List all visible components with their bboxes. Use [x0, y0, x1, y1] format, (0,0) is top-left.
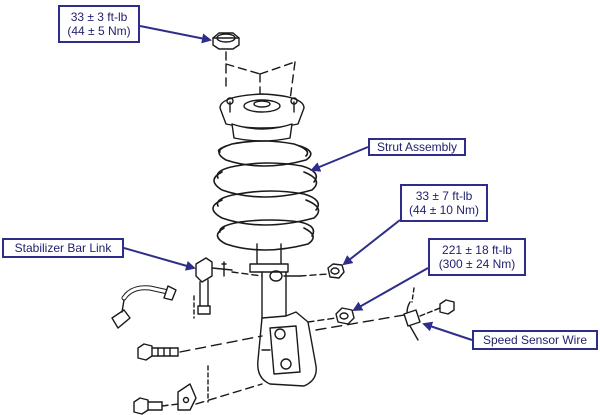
callout-leaders: [123, 25, 473, 341]
speed-sensor-clip: [403, 287, 455, 341]
strut-assembly-callout: Strut Assembly: [368, 138, 466, 156]
strut-assembly-label: Strut Assembly: [376, 140, 458, 154]
upper-bolt-torque-ftlb: 33 ± 7 ft-lb: [415, 189, 473, 203]
upper-knuckle-bolt: [137, 343, 179, 361]
top-nut-torque-nm: (44 ± 5 Nm): [67, 24, 131, 38]
top-nut: [212, 32, 240, 50]
knuckle-bolt-torque-callout: 221 ± 18 ft-lb (300 ± 24 Nm): [428, 238, 526, 276]
top-nut-torque-callout: 33 ± 3 ft-lb (44 ± 5 Nm): [58, 5, 140, 43]
sensor-wire-bracket: [177, 365, 263, 411]
speed-sensor-wire-callout: Speed Sensor Wire: [472, 330, 598, 350]
knuckle-bolt-torque-nm: (300 ± 24 Nm): [438, 257, 516, 271]
knuckle-bolt-torque-ftlb: 221 ± 18 ft-lb: [442, 243, 512, 257]
top-alignment-lines: [225, 51, 296, 111]
upper-bolt-torque-nm: (44 ± 10 Nm): [409, 203, 479, 217]
upper-strut-mount: [219, 93, 305, 142]
lower-knuckle-bolt: [133, 397, 163, 415]
stabilizer-bar-link-label: Stabilizer Bar Link: [14, 241, 112, 255]
stabilizer-bar-link-callout: Stabilizer Bar Link: [2, 238, 124, 258]
coil-spring: [212, 140, 320, 251]
top-nut-torque-ftlb: 33 ± 3 ft-lb: [70, 10, 128, 24]
speed-sensor-wire-label: Speed Sensor Wire: [482, 333, 588, 347]
upper-bolt-torque-callout: 33 ± 7 ft-lb (44 ± 10 Nm): [400, 184, 488, 222]
upper-bolt-nut: [327, 263, 345, 279]
knuckle-bolt-nut: [335, 307, 355, 325]
strut-body: [249, 243, 317, 387]
brake-hose: [111, 285, 177, 329]
stabilizer-bar-link: [193, 257, 233, 319]
